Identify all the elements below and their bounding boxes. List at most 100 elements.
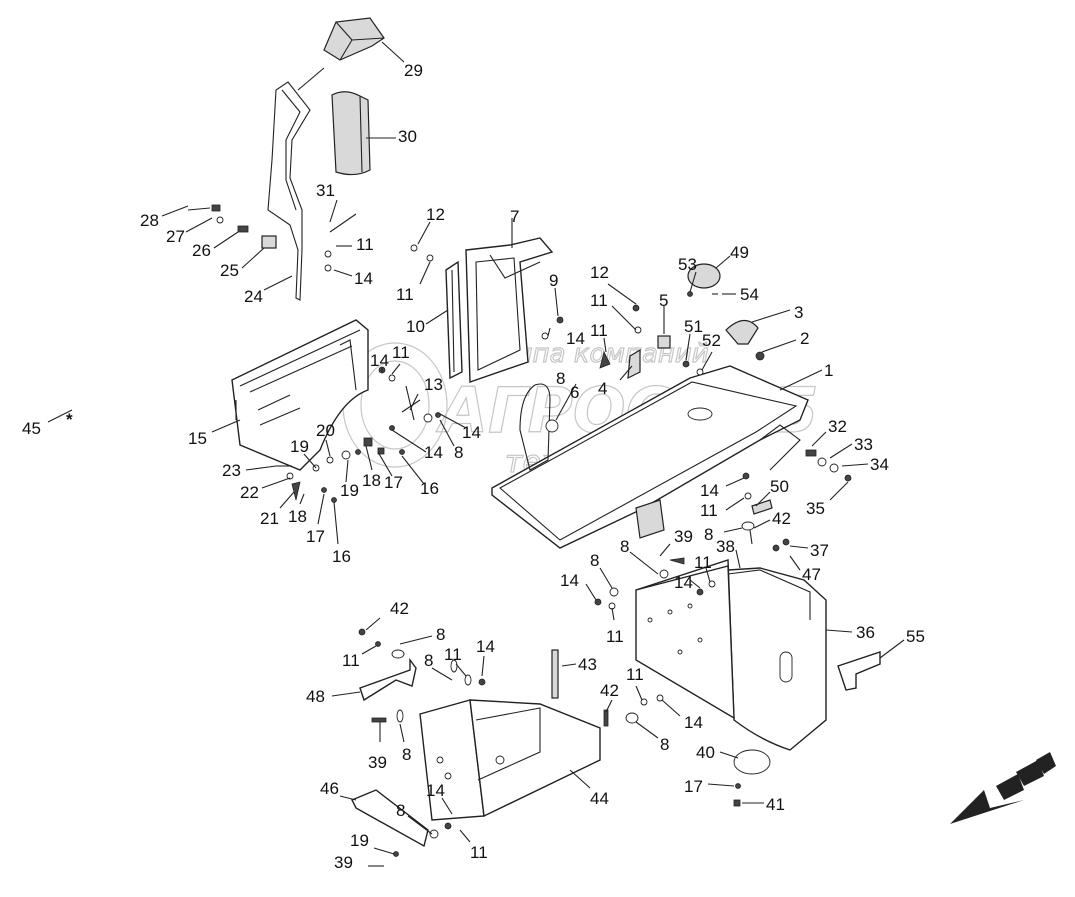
callout-36: 36	[856, 623, 875, 642]
part-1-frame	[491, 365, 809, 549]
callout-24: 24	[244, 287, 263, 306]
callout-8: 8	[590, 551, 599, 570]
callout-19: 19	[340, 481, 359, 500]
callout-5: 5	[659, 291, 668, 310]
callout-8: 8	[454, 443, 463, 462]
callout-19: 19	[290, 437, 309, 456]
callout-11: 11	[392, 343, 410, 362]
hardware-cluster-right-upper	[541, 263, 852, 579]
callout-15: 15	[188, 429, 207, 448]
part-29-cap	[323, 17, 385, 61]
callout-8: 8	[660, 735, 669, 754]
callout-23: 23	[222, 461, 241, 480]
part-44-box	[419, 699, 601, 821]
callout-53: 53	[678, 255, 697, 274]
callout-50: 50	[770, 477, 789, 496]
callout-8: 8	[556, 369, 565, 388]
callout-17: 17	[306, 527, 325, 546]
callout-14: 14	[370, 351, 389, 370]
callout-11: 11	[356, 235, 374, 254]
callout-30: 30	[398, 127, 417, 146]
callout-27: 27	[166, 227, 185, 246]
part-30-shell	[331, 91, 371, 176]
callout-33: 33	[854, 435, 873, 454]
callout-2: 2	[800, 329, 809, 348]
part-10-bracket	[445, 260, 463, 380]
callout-8: 8	[402, 745, 411, 764]
callout-8: 8	[620, 537, 629, 556]
callout-16: 16	[420, 479, 439, 498]
callout-11: 11	[626, 665, 644, 684]
callout-42: 42	[390, 599, 409, 618]
hardware-cluster-lower-left	[358, 628, 609, 867]
callout-11: 11	[590, 291, 608, 310]
callout-14: 14	[566, 329, 585, 348]
callout-35: 35	[806, 499, 825, 518]
hardware-cluster-middle	[276, 244, 441, 503]
callout-17: 17	[684, 777, 703, 796]
callout-39: 39	[334, 853, 353, 872]
callout-34: 34	[870, 455, 889, 474]
callout-11: 11	[470, 843, 488, 862]
callout-54: 54	[740, 285, 759, 304]
callout-22: 22	[240, 483, 259, 502]
callout-11: 11	[590, 321, 608, 340]
callout-38: 38	[716, 537, 735, 556]
callout-43: 43	[578, 655, 597, 674]
part-24-handle	[267, 67, 325, 301]
callout-55: 55	[906, 627, 925, 646]
part-55-bracket	[837, 651, 881, 691]
callout-14: 14	[674, 573, 693, 592]
callout-32: 32	[828, 417, 847, 436]
callout-14: 14	[462, 423, 481, 442]
callout-47: 47	[802, 565, 821, 584]
callout-20: 20	[316, 421, 335, 440]
callout-11: 11	[396, 285, 414, 304]
callout-17: 17	[384, 473, 403, 492]
callout-40: 40	[696, 743, 715, 762]
callout-1: 1	[824, 361, 833, 380]
leader-lines	[47, 41, 905, 855]
part-46-bar	[351, 789, 429, 848]
callout-42: 42	[600, 681, 619, 700]
callout-46: 46	[320, 779, 339, 798]
callout-11: 11	[444, 645, 462, 664]
hardware-cluster-right-lower	[594, 580, 771, 807]
callout-44: 44	[590, 789, 609, 808]
part-7-frame	[465, 237, 554, 383]
callout-8: 8	[704, 525, 713, 544]
part-15-fender	[231, 319, 369, 471]
callout-42: 42	[772, 509, 791, 528]
callout-31: 31	[316, 181, 335, 200]
callout-10: 10	[406, 317, 425, 336]
part-43-strip	[551, 649, 559, 699]
callout-37: 37	[810, 541, 829, 560]
callout-9: 9	[549, 271, 558, 290]
callout-39: 39	[368, 753, 387, 772]
callout-25: 25	[220, 261, 239, 280]
callout-39: 39	[674, 527, 693, 546]
callout-14: 14	[560, 571, 579, 590]
callout-29: 29	[404, 61, 423, 80]
callout-8: 8	[436, 625, 445, 644]
callout-labels: 1 2 3 4 5 6 7 8 8 8 8 8 8 8 8 8 8 8 9 10…	[22, 61, 925, 872]
callout-16: 16	[332, 547, 351, 566]
callout-52: 52	[702, 331, 721, 350]
callout-8: 8	[396, 801, 405, 820]
callout-48: 48	[306, 687, 325, 706]
callout-7: 7	[510, 207, 519, 226]
callout-3: 3	[794, 303, 803, 322]
callout-21: 21	[260, 509, 279, 528]
hardware-cluster-left-top	[187, 204, 357, 272]
callout-8: 8	[424, 651, 433, 670]
callout-14: 14	[700, 481, 719, 500]
callout-28: 28	[140, 211, 159, 230]
callout-12: 12	[590, 263, 609, 282]
callout-14: 14	[424, 443, 443, 462]
callout-51: 51	[684, 317, 703, 336]
callout-11: 11	[700, 501, 718, 520]
callout-11: 11	[342, 651, 360, 670]
watermark-logo-inner	[360, 360, 430, 450]
